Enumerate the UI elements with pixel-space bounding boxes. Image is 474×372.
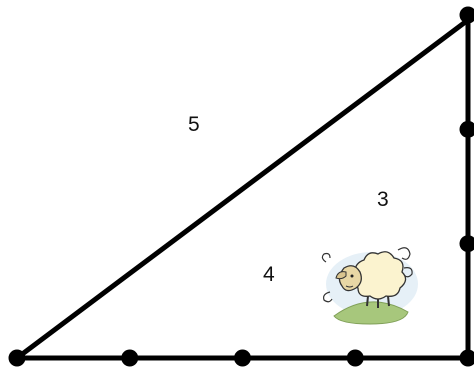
vertical-side-dot	[459, 120, 474, 138]
horizontal-side-dot	[459, 349, 474, 367]
horizontal-side-label: 4	[263, 263, 275, 286]
sheep-icon	[321, 247, 418, 325]
horizontal-side-dot	[346, 349, 364, 367]
horizontal-side-dot	[8, 349, 26, 367]
vertical-side-dot	[459, 6, 474, 24]
hypotenuse-label: 5	[188, 113, 200, 136]
unit-dots	[8, 6, 474, 367]
horizontal-side-dot	[234, 349, 251, 367]
vertical-side-label: 3	[377, 188, 389, 211]
horizontal-side-dot	[121, 349, 139, 367]
vertical-side-dot	[459, 235, 474, 253]
